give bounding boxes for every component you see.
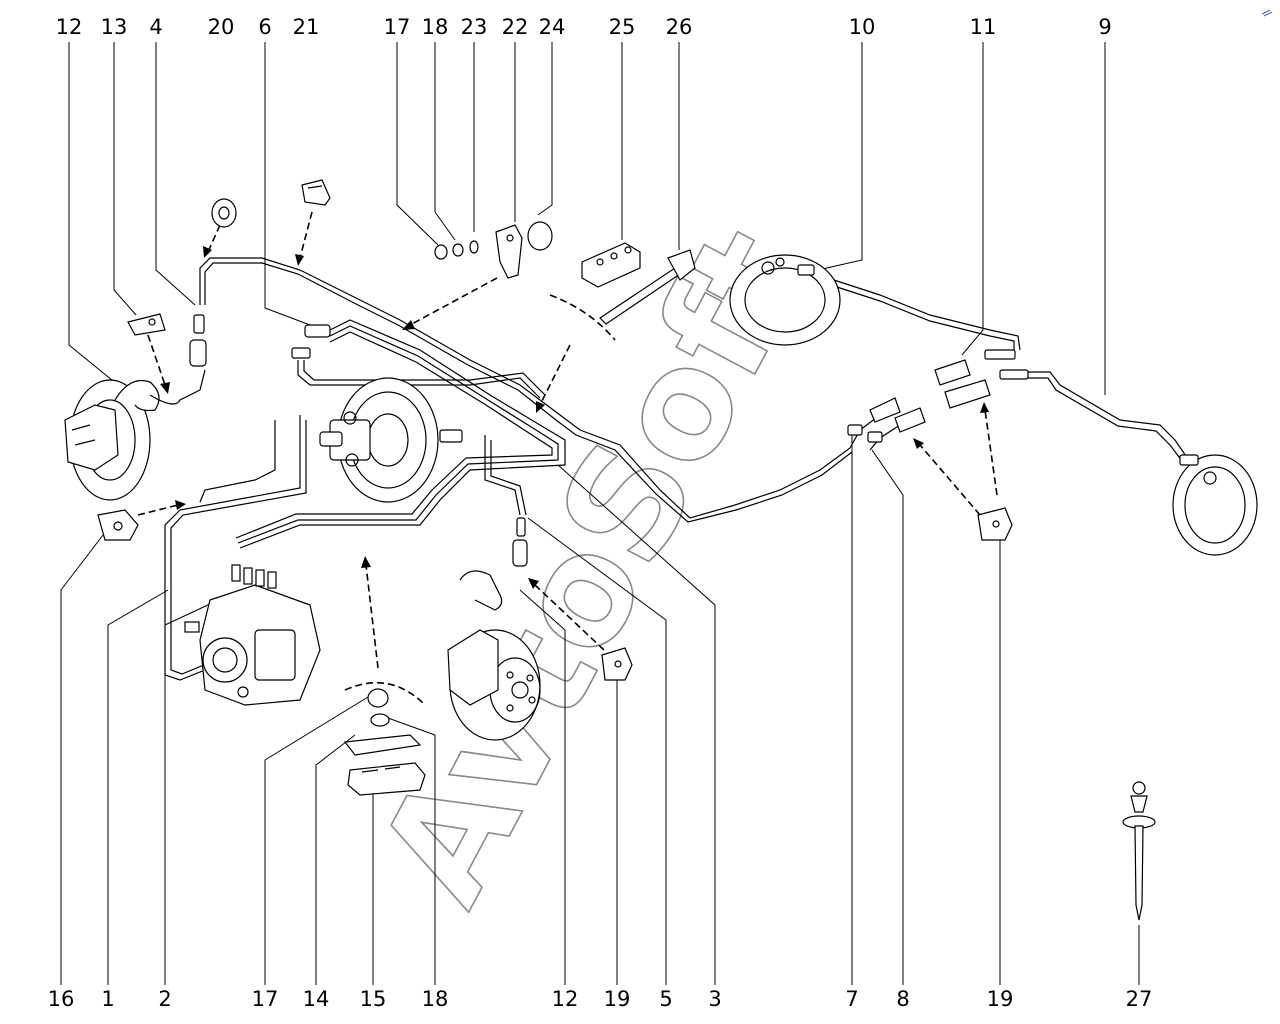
label-top-25: 25 bbox=[609, 15, 636, 39]
label-bottom-5: 5 bbox=[659, 987, 672, 1011]
label-bottom-16: 16 bbox=[48, 987, 75, 1011]
label-top-20: 20 bbox=[208, 15, 235, 39]
label-bottom-15: 15 bbox=[360, 987, 387, 1011]
label-bottom-19b: 19 bbox=[987, 987, 1014, 1011]
rear-right-drum bbox=[1172, 454, 1258, 556]
brake-booster bbox=[319, 377, 463, 503]
label-bottom-2: 2 bbox=[158, 987, 171, 1011]
clip-21 bbox=[301, 179, 331, 206]
label-top-12: 12 bbox=[56, 15, 83, 39]
label-bottom-14: 14 bbox=[303, 987, 330, 1011]
label-top-22: 22 bbox=[502, 15, 529, 39]
fasteners-top bbox=[434, 221, 553, 279]
label-top-9: 9 bbox=[1098, 15, 1111, 39]
label-bottom-27: 27 bbox=[1126, 987, 1153, 1011]
label-bottom-12: 12 bbox=[552, 987, 579, 1011]
label-top-13: 13 bbox=[101, 15, 128, 39]
rear-left-drum bbox=[729, 254, 841, 346]
clip-19-rear bbox=[977, 507, 1013, 541]
bracket-26 bbox=[599, 249, 696, 325]
front-right-brake bbox=[447, 517, 541, 741]
fitting-6 bbox=[291, 324, 331, 359]
corner-mark bbox=[1261, 9, 1273, 17]
label-bottom-7: 7 bbox=[845, 987, 858, 1011]
assembly-arrows bbox=[137, 211, 998, 706]
label-bottom-17: 17 bbox=[252, 987, 279, 1011]
abs-mounting bbox=[343, 688, 426, 796]
label-top-18: 18 bbox=[422, 15, 449, 39]
labels-top: 12 13 4 20 6 21 17 18 23 22 24 25 26 10 … bbox=[56, 15, 1112, 39]
abs-unit bbox=[184, 564, 321, 706]
label-bottom-19: 19 bbox=[604, 987, 631, 1011]
rear-connectors bbox=[847, 349, 1029, 443]
clip-19-front bbox=[601, 647, 633, 681]
label-top-24: 24 bbox=[539, 15, 566, 39]
leader-lines-top bbox=[68, 42, 1106, 395]
label-top-6: 6 bbox=[258, 15, 271, 39]
label-top-4: 4 bbox=[149, 15, 162, 39]
clip-block-25 bbox=[581, 242, 641, 288]
clip-16 bbox=[97, 509, 139, 541]
label-bottom-18: 18 bbox=[422, 987, 449, 1011]
rivet-27 bbox=[1122, 781, 1156, 921]
bracket-13 bbox=[127, 313, 166, 336]
label-top-10: 10 bbox=[849, 15, 876, 39]
label-top-11: 11 bbox=[970, 15, 997, 39]
front-left-brake bbox=[64, 314, 207, 501]
label-top-17: 17 bbox=[384, 15, 411, 39]
label-top-23: 23 bbox=[461, 15, 488, 39]
label-top-26: 26 bbox=[666, 15, 693, 39]
grommet-20 bbox=[211, 198, 237, 228]
label-bottom-3: 3 bbox=[708, 987, 721, 1011]
label-bottom-8: 8 bbox=[896, 987, 909, 1011]
label-top-21: 21 bbox=[293, 15, 320, 39]
label-bottom-1: 1 bbox=[101, 987, 114, 1011]
labels-bottom: 16 1 2 17 14 15 18 12 19 5 3 7 8 19 27 bbox=[48, 987, 1153, 1011]
